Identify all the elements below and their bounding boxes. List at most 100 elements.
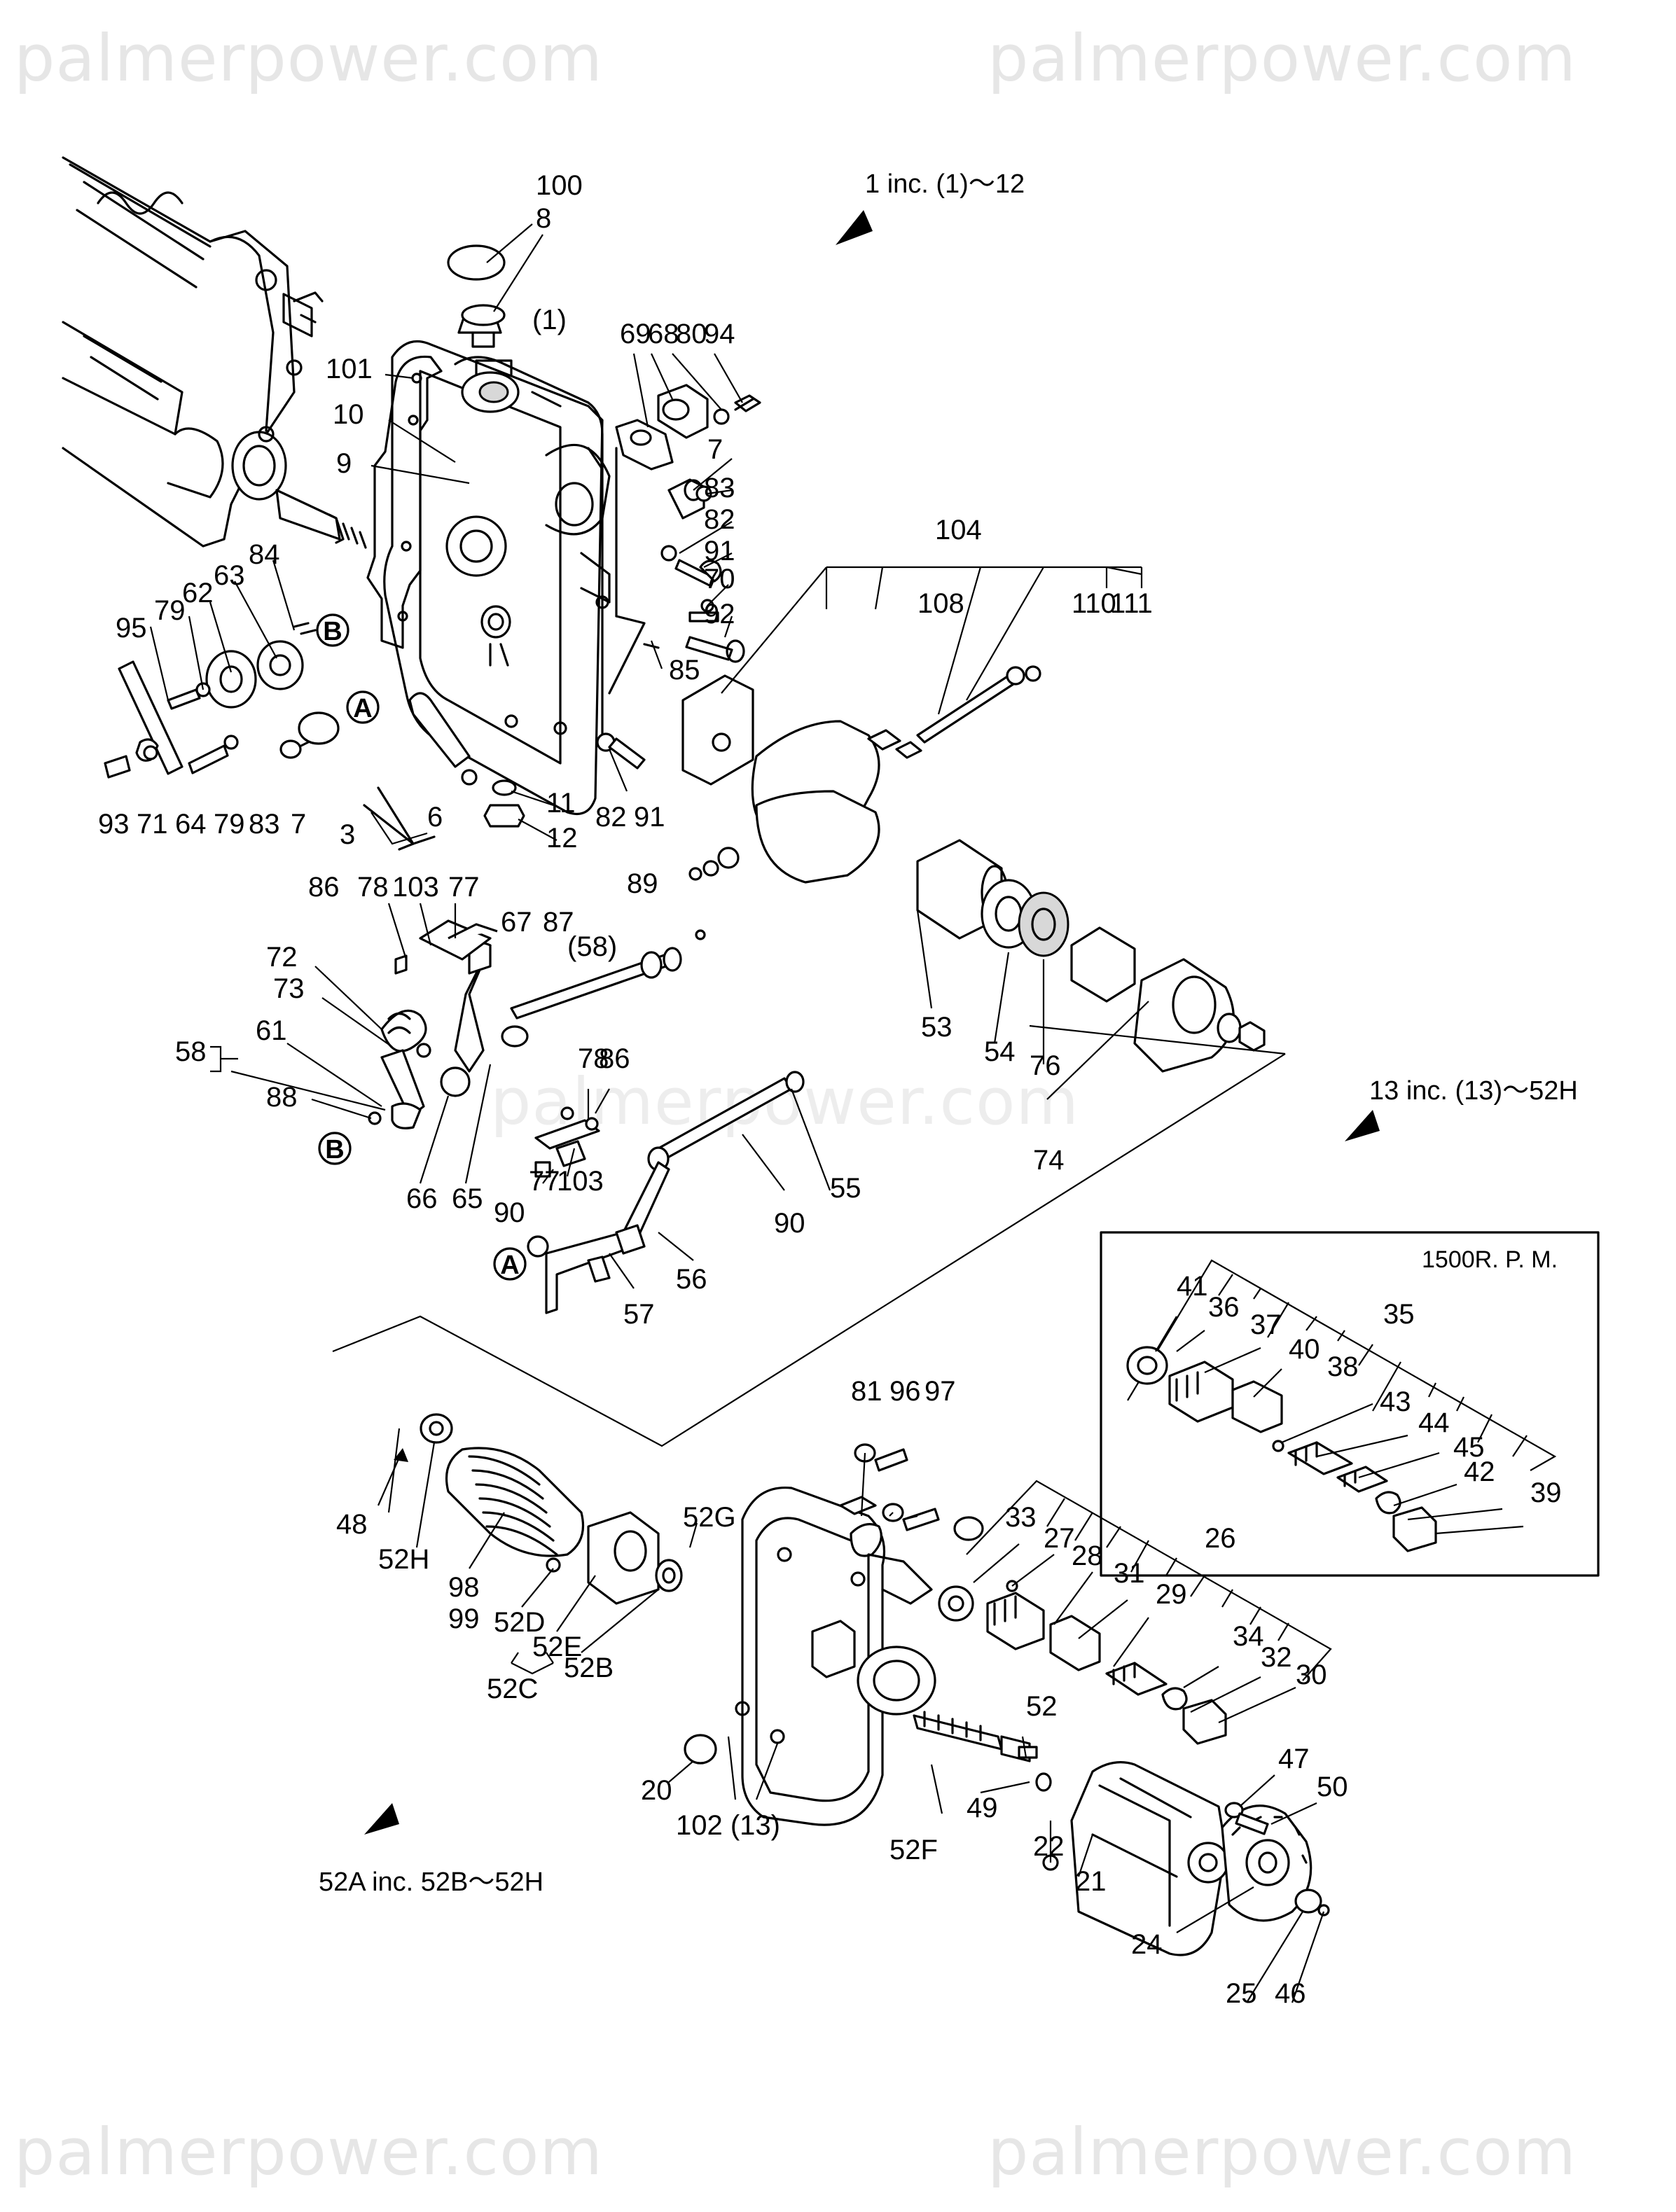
- part-label: 47: [1278, 1744, 1310, 1774]
- part-label: 29: [1156, 1579, 1187, 1610]
- part-label: 111: [1110, 588, 1153, 619]
- part-label: 72: [266, 942, 298, 973]
- part-label: 40: [1289, 1334, 1320, 1365]
- part-label: 79: [154, 595, 186, 626]
- part-label: 62: [182, 578, 214, 608]
- part-label: 35: [1383, 1299, 1415, 1330]
- part-label: 93: [98, 809, 130, 840]
- note-arrow-1: [836, 210, 873, 245]
- part-label: 21: [1075, 1866, 1107, 1897]
- part-label: 36: [1208, 1292, 1240, 1323]
- adjuster-group-26: [938, 1480, 1332, 1745]
- part-label: 78: [357, 872, 389, 903]
- part-label: 52C: [487, 1674, 538, 1704]
- callout-A-mid: A: [493, 1247, 527, 1281]
- part-label: 50: [1317, 1772, 1348, 1802]
- part-label: 92: [704, 599, 735, 629]
- part-label: 103: [557, 1166, 604, 1197]
- watermark-bottom-right: palmerpower.com: [988, 2115, 1577, 2190]
- cover-21-24: [1042, 1761, 1330, 1956]
- part-label: 84: [249, 539, 280, 570]
- watermark-top-right: palmerpower.com: [988, 21, 1577, 96]
- part-label: 76: [1030, 1050, 1061, 1081]
- part-label: 96: [889, 1376, 921, 1407]
- part-label: 79: [214, 809, 245, 840]
- part-label: 99: [448, 1604, 480, 1634]
- part-label: 11: [546, 788, 576, 819]
- part-label: 52E: [532, 1632, 582, 1662]
- part-label: 28: [1072, 1540, 1103, 1571]
- callout-B-mid: B: [318, 1132, 352, 1165]
- part-label: 64: [175, 809, 207, 840]
- bolt-82-91: [596, 732, 646, 770]
- part-label: 83: [249, 809, 280, 840]
- note-arrow-13: [1345, 1110, 1380, 1141]
- bracket-58: [210, 1045, 386, 1111]
- pin-3-bushings: [279, 692, 478, 851]
- part-label: 66: [406, 1183, 438, 1214]
- part-label: 102 (13): [676, 1810, 780, 1841]
- part-label: 68: [648, 319, 679, 349]
- note-arrow-52a: [364, 1803, 399, 1835]
- part-label: 78: [578, 1043, 609, 1074]
- part-label: 65: [452, 1183, 483, 1214]
- part-label: 91: [704, 536, 735, 566]
- part-label: 61: [256, 1015, 287, 1046]
- part-label: (1): [532, 305, 567, 335]
- part-label: 7: [707, 434, 723, 465]
- part-label: 97: [924, 1376, 956, 1407]
- part-label: 69: [620, 319, 651, 349]
- part-label: 38: [1327, 1351, 1359, 1382]
- part-label: 83: [704, 473, 735, 503]
- svg-text:B: B: [323, 617, 342, 646]
- part-label: 45: [1453, 1432, 1485, 1463]
- part-label: 30: [1296, 1660, 1327, 1690]
- part-label: 95: [116, 613, 147, 644]
- part-label: 32: [1261, 1642, 1292, 1673]
- part-label: 74: [1033, 1145, 1065, 1176]
- part-label: 101: [326, 354, 373, 384]
- part-label: 73: [273, 973, 305, 1004]
- part-label: 103: [392, 872, 439, 903]
- part-label: 85: [669, 655, 700, 686]
- part-label: 94: [704, 319, 735, 349]
- group-leaders: [332, 566, 1286, 1447]
- part-label: 57: [623, 1299, 655, 1330]
- callout-A-top: A: [346, 690, 380, 724]
- part-label: 31: [1114, 1558, 1145, 1589]
- part-label: 100: [536, 170, 583, 201]
- part-label: 63: [214, 560, 245, 591]
- rpm-label: 1500R. P. M.: [1422, 1246, 1558, 1273]
- part-label: 34: [1233, 1621, 1264, 1652]
- svg-text:A: A: [500, 1251, 519, 1280]
- part-label: 110: [1072, 588, 1116, 619]
- note-group-1: 1 inc. (1)～12: [865, 169, 1025, 199]
- part-label: 54: [984, 1036, 1016, 1067]
- part-label: 52G: [683, 1502, 736, 1533]
- svg-text:B: B: [325, 1135, 344, 1164]
- part-label: 70: [704, 564, 735, 594]
- part-label: 22: [1033, 1831, 1065, 1862]
- part-label: 9: [336, 448, 352, 479]
- part-label: 58: [175, 1036, 207, 1067]
- nut-11-12: [483, 779, 525, 828]
- part-label: 48: [336, 1509, 368, 1540]
- part-label: 8: [536, 203, 551, 234]
- part-label: 81: [851, 1376, 882, 1407]
- rpm-box: [1100, 1231, 1600, 1577]
- part-label: 33: [1005, 1502, 1037, 1533]
- part-label: 82: [595, 802, 627, 833]
- part-label: 46: [1275, 1978, 1306, 2009]
- part-label: 86: [599, 1043, 630, 1074]
- part-label: 52B: [564, 1653, 614, 1683]
- leader-lines: [149, 223, 1524, 2003]
- part-label: 26: [1205, 1523, 1236, 1554]
- part-label: 10: [333, 399, 364, 430]
- arrow-48: [377, 1448, 408, 1506]
- part-label: 71: [137, 809, 168, 840]
- bracket-52C: [511, 1652, 554, 1675]
- part-label: 7: [291, 809, 306, 840]
